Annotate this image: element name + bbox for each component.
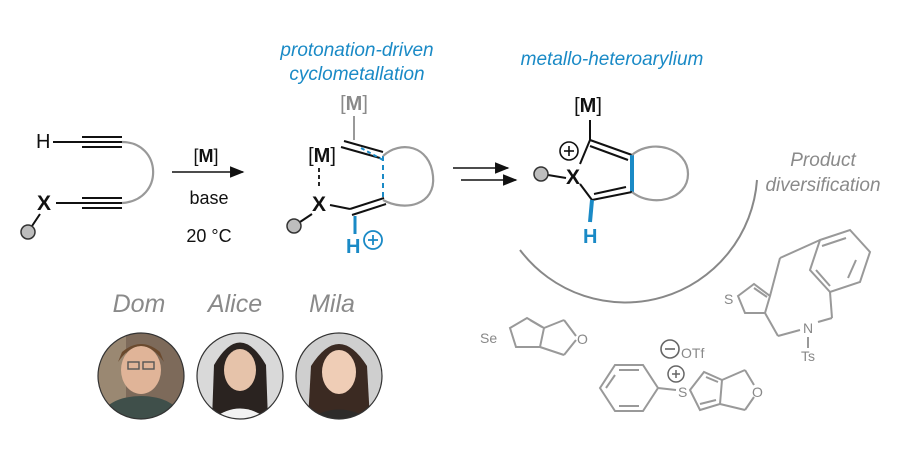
- atom-x: X: [37, 192, 51, 215]
- heading-metallo-heteroarylium: metallo-heteroarylium: [521, 49, 704, 70]
- atom-h: H: [36, 131, 50, 153]
- minus-charge-icon: [660, 339, 680, 359]
- product-selenophene: Se O: [476, 316, 588, 356]
- atom-x-intermediate: X: [312, 193, 326, 216]
- avatar-3: [295, 332, 383, 420]
- atom-s-1: S: [724, 291, 733, 307]
- atom-x-cation: X: [566, 166, 580, 189]
- product-thiophene-azocine: S N Ts: [724, 228, 872, 364]
- heading-product: Product: [790, 150, 856, 171]
- atom-o-2: O: [752, 384, 763, 400]
- avatar-1: [97, 332, 185, 420]
- plus-charge-icon: [559, 141, 579, 161]
- reaction-arrow-1: [M] base 20 °C: [172, 146, 245, 246]
- svg-text:[M]: [M]: [340, 93, 368, 115]
- metal-label: M: [199, 146, 214, 166]
- triflate-label: OTf: [681, 345, 704, 361]
- diversification-arc: [519, 179, 758, 304]
- tosyl-label: Ts: [801, 348, 815, 364]
- base-label: base: [189, 188, 228, 208]
- temperature-label: 20 °C: [186, 226, 231, 246]
- reaction-arrow-2: [453, 162, 518, 186]
- arylium-h: H: [583, 226, 597, 248]
- metallo-heteroarylium: [M] X H: [533, 95, 690, 248]
- diyne-substrate: H X: [20, 131, 155, 240]
- substituent-ball: [20, 224, 36, 240]
- proton-h: H: [346, 236, 360, 258]
- atom-se: Se: [480, 330, 497, 346]
- product-sulfonium-triflate: OTf S O: [598, 339, 763, 412]
- heading-protonation: protonation-driven: [279, 40, 433, 61]
- atom-s-2: S: [678, 384, 687, 400]
- team-name-1: Dom: [113, 290, 166, 318]
- team-name-3: Mila: [309, 290, 355, 318]
- atom-o-1: O: [577, 331, 588, 347]
- atom-n: N: [803, 320, 813, 336]
- avatar-2: [196, 332, 284, 420]
- plus-charge-icon: [363, 230, 383, 250]
- svg-text:[M]: [M]: [193, 146, 218, 166]
- heading-cyclometallation: cyclometallation: [289, 64, 424, 85]
- heading-diversification: diversification: [765, 175, 880, 196]
- plus-charge-icon: [667, 365, 685, 383]
- svg-text:[M]: [M]: [574, 95, 602, 117]
- cyclometallation-intermediate: [M] [M] X H: [286, 93, 435, 258]
- svg-text:[M]: [M]: [308, 145, 336, 167]
- team-name-2: Alice: [206, 290, 262, 318]
